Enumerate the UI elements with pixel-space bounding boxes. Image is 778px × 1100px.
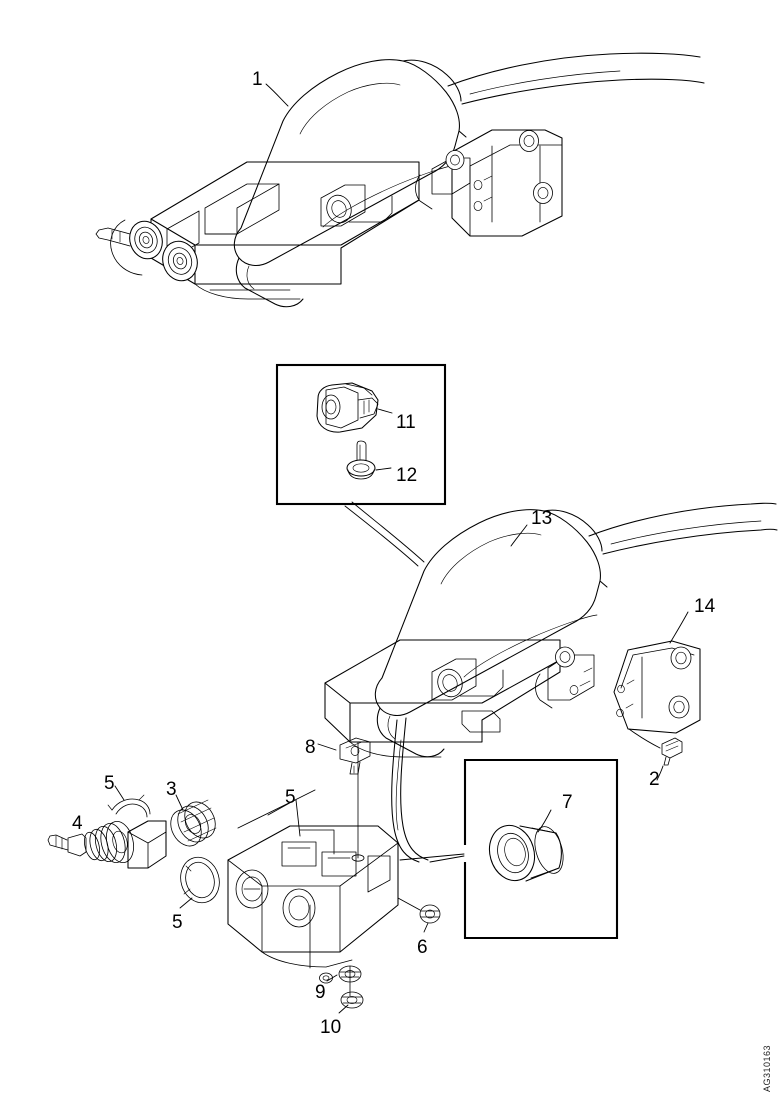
callout-5-upper-left: 5 bbox=[104, 773, 115, 794]
callout-5-center: 5 bbox=[285, 787, 296, 808]
callout-6: 6 bbox=[417, 937, 428, 958]
callout-3: 3 bbox=[166, 779, 177, 800]
callout-10: 10 bbox=[320, 1017, 342, 1038]
inset-box-lower-drawing bbox=[399, 758, 619, 940]
clamp-bracket-drawing bbox=[317, 737, 371, 862]
callout-7: 7 bbox=[562, 792, 573, 813]
callout-5-lower: 5 bbox=[172, 912, 183, 933]
inset-box-upper-drawing bbox=[275, 363, 447, 506]
drawing-number-watermark: AG310163 bbox=[762, 1044, 772, 1092]
control-module-drawing bbox=[227, 825, 441, 1014]
callout-12: 12 bbox=[396, 465, 418, 486]
callout-11: 11 bbox=[396, 412, 416, 433]
upper-assembly-drawing bbox=[95, 52, 705, 308]
exploded-left-parts bbox=[47, 785, 316, 909]
callout-8: 8 bbox=[305, 737, 316, 758]
callout-13: 13 bbox=[531, 508, 553, 529]
callout-1: 1 bbox=[252, 69, 263, 90]
callout-2: 2 bbox=[649, 769, 660, 790]
bracket-plate-drawing bbox=[613, 611, 701, 781]
hose-lines bbox=[391, 717, 429, 863]
callout-14: 14 bbox=[694, 596, 716, 617]
callout-9: 9 bbox=[315, 982, 326, 1003]
callout-4: 4 bbox=[72, 813, 83, 834]
lower-assembly-drawing bbox=[324, 502, 778, 758]
